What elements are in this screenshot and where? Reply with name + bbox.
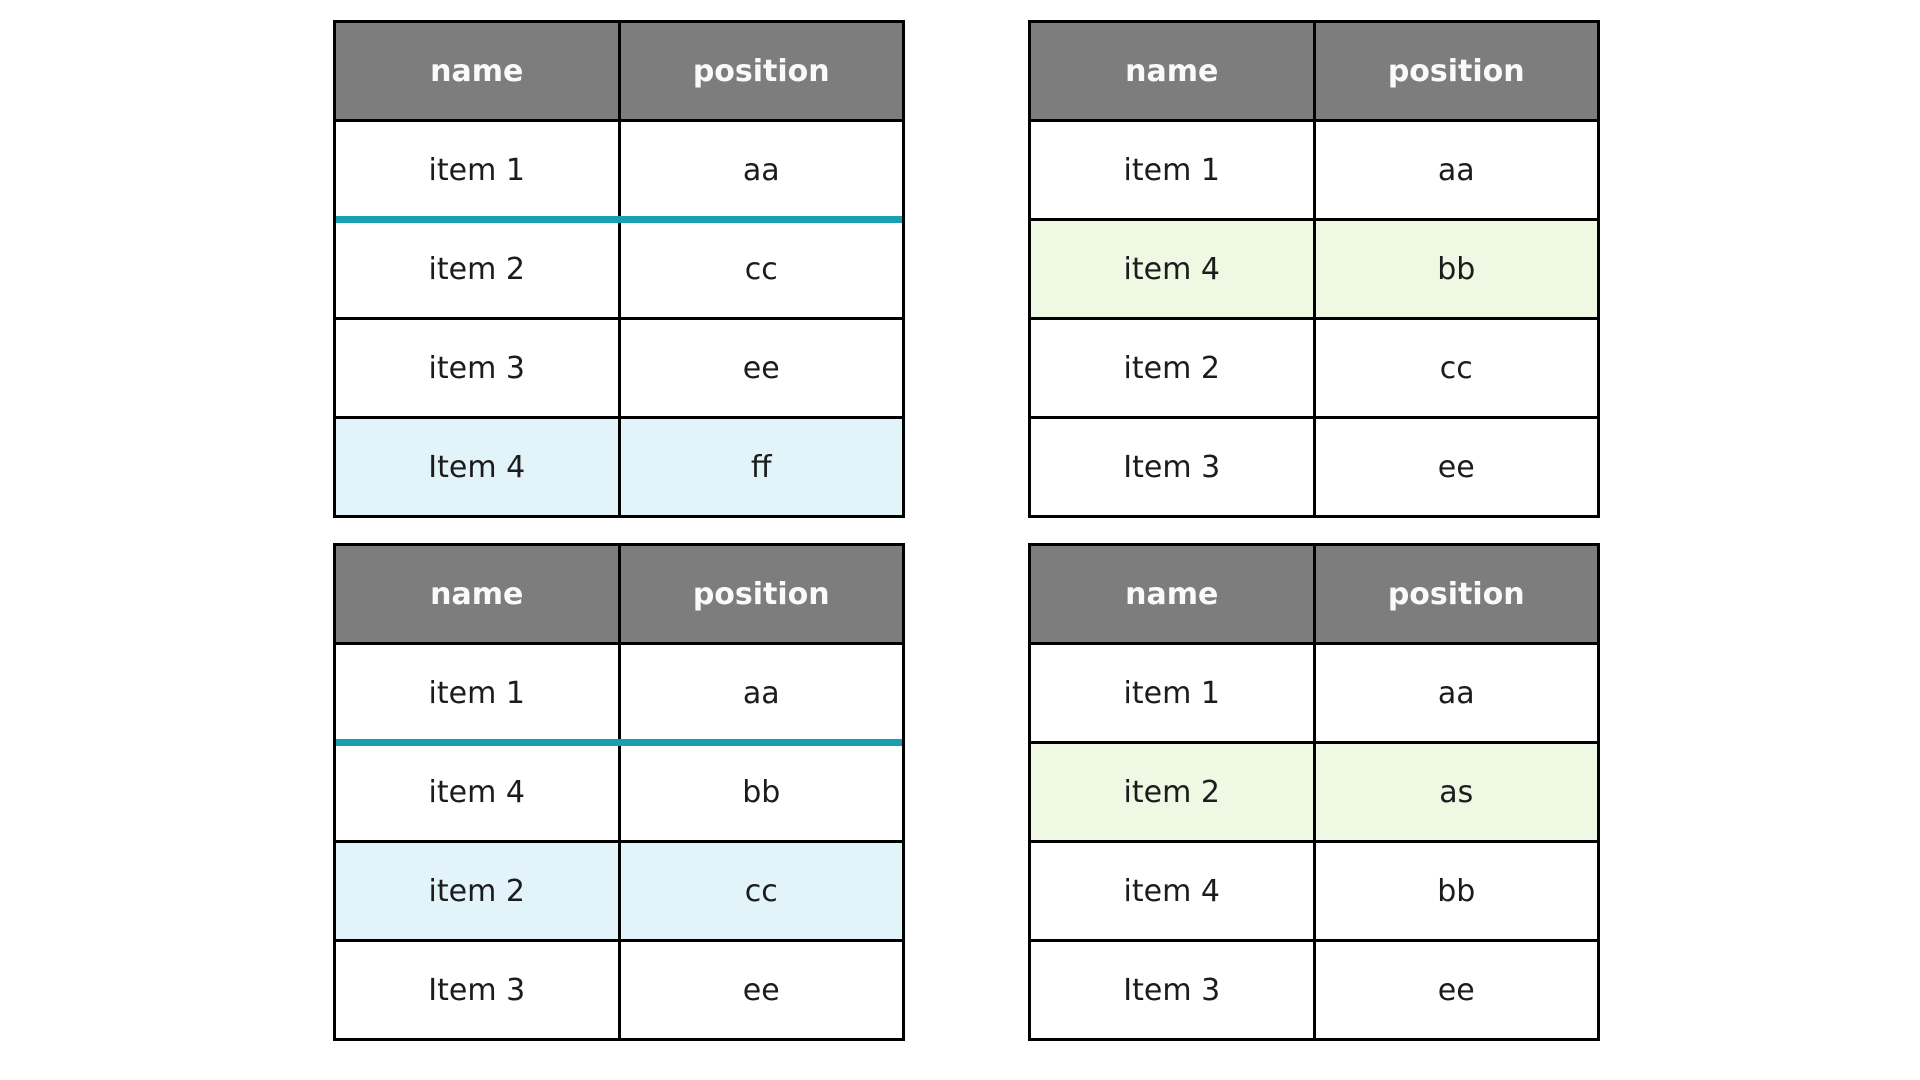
- header-cell-name: name: [1031, 546, 1316, 642]
- table-row[interactable]: item 1 aa: [1031, 642, 1597, 741]
- cell-position: ff: [620, 419, 902, 515]
- header-cell-position: position: [1387, 53, 1525, 89]
- cell-position: aa: [742, 675, 780, 711]
- header-cell-name: name: [1031, 23, 1316, 119]
- header-cell-position: position: [1387, 576, 1525, 612]
- header-cell-position: position: [692, 53, 830, 89]
- table-row[interactable]: item 1 aa: [336, 119, 902, 218]
- table-row[interactable]: Item 3 ee: [336, 939, 902, 1038]
- table-row-highlighted[interactable]: item 2 cc: [336, 840, 902, 939]
- table-row[interactable]: item 1 aa: [1031, 119, 1597, 218]
- cell-name: Item 3: [336, 942, 621, 1038]
- cell-position: cc: [1439, 350, 1473, 386]
- cell-name: item 2: [1031, 320, 1316, 416]
- header-cell-name: name: [336, 546, 621, 642]
- cell-position: cc: [620, 843, 902, 939]
- cell-name: item 1: [336, 122, 621, 218]
- cell-name: item 1: [1031, 122, 1316, 218]
- sortable-table-bottom-right: name position item 1 aa item 2 as item 4…: [1028, 543, 1600, 1041]
- cell-name: item 2: [336, 221, 621, 317]
- cell-name: item 2: [1031, 744, 1316, 840]
- cell-name: Item 3: [1031, 419, 1316, 515]
- cell-name: item 4: [336, 744, 621, 840]
- cell-name: item 2: [336, 843, 621, 939]
- cell-position: bb: [1315, 221, 1597, 317]
- table-header-row: name position: [336, 546, 902, 642]
- cell-position: ee: [742, 350, 780, 386]
- cell-position: bb: [742, 774, 781, 810]
- cell-position: ee: [1437, 972, 1475, 1008]
- header-cell-name: name: [336, 23, 621, 119]
- table-row[interactable]: item 3 ee: [336, 317, 902, 416]
- table-row[interactable]: item 4 bb: [1031, 840, 1597, 939]
- table-header-row: name position: [1031, 546, 1597, 642]
- cell-position: as: [1315, 744, 1597, 840]
- cell-position: ee: [1437, 449, 1475, 485]
- cell-name: item 4: [1031, 221, 1316, 317]
- sortable-table-top-right: name position item 1 aa item 4 bb item 2…: [1028, 20, 1600, 518]
- cell-name: item 1: [1031, 645, 1316, 741]
- table-row-highlighted[interactable]: item 2 as: [1031, 741, 1597, 840]
- cell-name: Item 4: [336, 419, 621, 515]
- table-row-highlighted[interactable]: item 4 bb: [1031, 218, 1597, 317]
- cell-name: item 1: [336, 645, 621, 741]
- cell-position: cc: [744, 251, 778, 287]
- cell-position: aa: [1437, 152, 1475, 188]
- cell-position: aa: [1437, 675, 1475, 711]
- table-header-row: name position: [336, 23, 902, 119]
- cell-name: item 3: [336, 320, 621, 416]
- cell-position: bb: [1437, 873, 1476, 909]
- cell-name: item 4: [1031, 843, 1316, 939]
- table-row[interactable]: item 2 cc: [1031, 317, 1597, 416]
- table-row-highlighted[interactable]: Item 4 ff: [336, 416, 902, 515]
- cell-position: ee: [742, 972, 780, 1008]
- sortable-table-bottom-left: name position item 1 aa item 4 bb item 2…: [333, 543, 905, 1041]
- table-row[interactable]: item 1 aa: [336, 642, 902, 741]
- table-row[interactable]: item 2 cc: [336, 218, 902, 317]
- cell-position: aa: [742, 152, 780, 188]
- table-row[interactable]: Item 3 ee: [1031, 416, 1597, 515]
- table-row[interactable]: item 4 bb: [336, 741, 902, 840]
- cell-name: Item 3: [1031, 942, 1316, 1038]
- table-header-row: name position: [1031, 23, 1597, 119]
- table-row[interactable]: Item 3 ee: [1031, 939, 1597, 1038]
- sortable-table-top-left: name position item 1 aa item 2 cc item 3…: [333, 20, 905, 518]
- header-cell-position: position: [692, 576, 830, 612]
